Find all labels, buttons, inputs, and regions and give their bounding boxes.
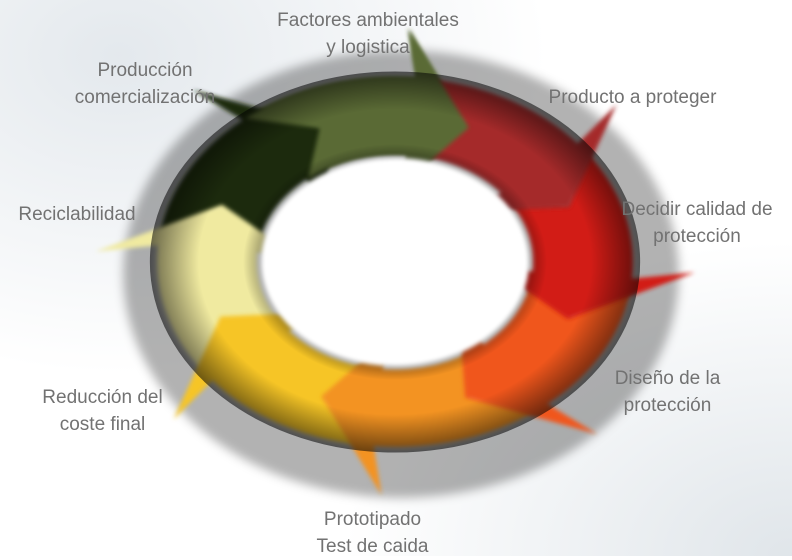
label-prototipado: Prototipado Test de caida	[316, 509, 429, 557]
label-reduccion: Reducción del coste final	[42, 387, 163, 435]
label-factores: Factores ambientales y logistica	[277, 10, 459, 58]
ring-shading	[149, 71, 641, 453]
label-decidir: Decidir calidad de protección	[621, 199, 773, 247]
label-reciclabilidad: Reciclabilidad	[18, 204, 136, 225]
label-diseno: Diseño de la protección	[614, 368, 721, 416]
label-produccion: Producción comercialización	[74, 60, 216, 108]
label-producto: Producto a proteger	[548, 87, 717, 108]
ring-center	[261, 157, 529, 367]
